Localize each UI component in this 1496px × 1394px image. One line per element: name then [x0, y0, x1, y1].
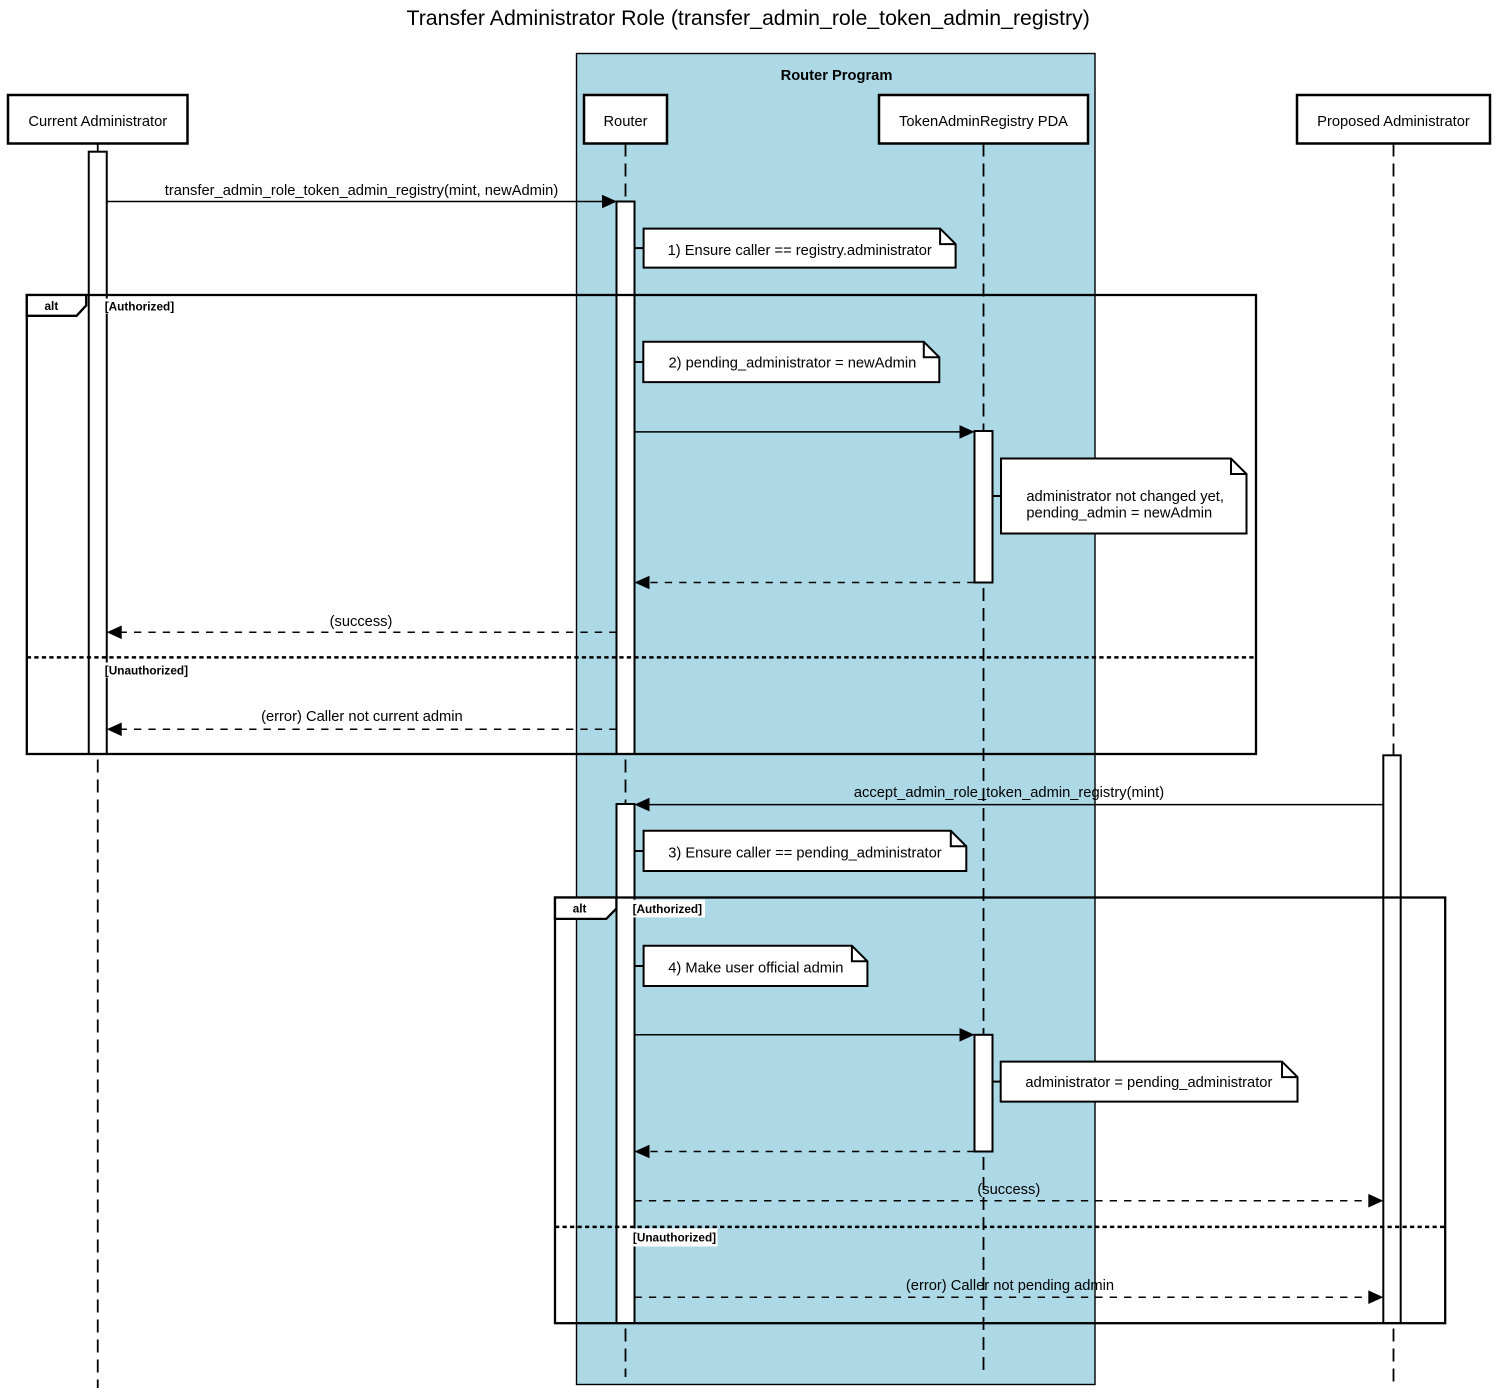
svg-text:[Authorized]: [Authorized]	[105, 300, 175, 314]
svg-text:alt: alt	[45, 299, 59, 313]
svg-text:transfer_admin_role_token_admi: transfer_admin_role_token_admin_registry…	[165, 183, 558, 199]
svg-text:alt: alt	[573, 902, 587, 916]
svg-text:(success): (success)	[977, 1182, 1040, 1198]
svg-text:2) pending_administrator = new: 2) pending_administrator = newAdmin	[669, 356, 917, 372]
svg-text:administrator not changed yet,: administrator not changed yet,	[1026, 489, 1224, 505]
svg-text:3) Ensure caller == pending_ad: 3) Ensure caller == pending_administrato…	[668, 846, 942, 862]
svg-text:1) Ensure caller == registry.a: 1) Ensure caller == registry.administrat…	[668, 243, 932, 259]
svg-text:[Authorized]: [Authorized]	[633, 902, 703, 916]
svg-text:TokenAdminRegistry PDA: TokenAdminRegistry PDA	[899, 114, 1068, 130]
svg-text:accept_admin_role_token_admin_: accept_admin_role_token_admin_registry(m…	[854, 785, 1164, 801]
svg-text:(error) Caller not pending adm: (error) Caller not pending admin	[906, 1278, 1114, 1294]
svg-text:Transfer Administrator Role (t: Transfer Administrator Role (transfer_ad…	[407, 6, 1090, 30]
svg-text:[Unauthorized]: [Unauthorized]	[633, 1230, 716, 1244]
svg-text:(error) Caller not current adm: (error) Caller not current admin	[261, 709, 463, 725]
svg-text:4) Make user official admin: 4) Make user official admin	[668, 961, 843, 977]
svg-text:Proposed Administrator: Proposed Administrator	[1317, 114, 1470, 130]
svg-text:Router Program: Router Program	[781, 68, 893, 84]
svg-text:Current Administrator: Current Administrator	[28, 114, 167, 130]
svg-text:Router: Router	[603, 114, 647, 130]
svg-text:[Unauthorized]: [Unauthorized]	[105, 663, 188, 677]
svg-text:administrator = pending_admini: administrator = pending_administrator	[1025, 1075, 1272, 1091]
svg-text:(success): (success)	[330, 614, 393, 630]
svg-text:pending_admin = newAdmin: pending_admin = newAdmin	[1026, 506, 1212, 522]
